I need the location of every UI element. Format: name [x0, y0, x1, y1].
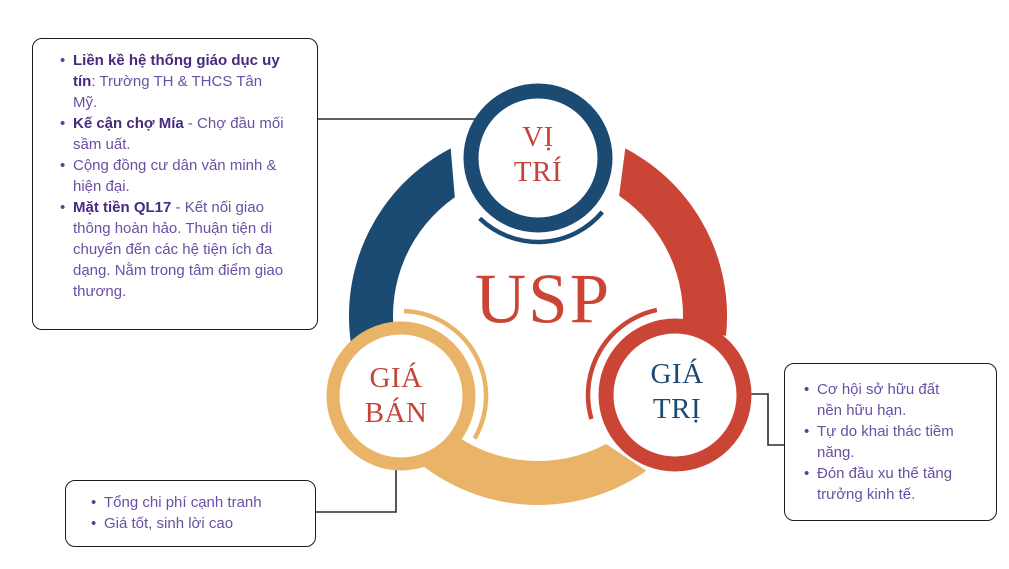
bullet-bold-text: Liền kề hệ thống giáo dục uy tín	[73, 52, 280, 90]
callout-location: Liền kề hệ thống giáo dục uy tín: Trường…	[32, 38, 318, 330]
accent-arc-blue	[478, 210, 605, 245]
bullet-item: Đón đầu xu thế tăng trưởng kinh tế.	[803, 463, 963, 505]
bullet-text: Tự do khai thác tiềm năng.	[817, 423, 954, 461]
center-label-usp: USP	[474, 260, 612, 339]
node-circle-gia-tri	[598, 318, 752, 472]
node-label-line: BÁN	[364, 397, 428, 429]
bullet-item: Liền kề hệ thống giáo dục uy tín: Trường…	[59, 50, 285, 113]
bullet-item: Mặt tiền QL17 - Kết nối giao thông hoàn …	[59, 197, 285, 302]
bullet-list: Liền kề hệ thống giáo dục uy tín: Trường…	[59, 50, 285, 302]
bullet-bold-text: Kế cận chợ Mía	[73, 115, 184, 132]
bullet-item: Tổng chi phí cạnh tranh	[90, 492, 305, 513]
node-label-vi-tri: VỊ TRÍ	[514, 120, 562, 190]
bullet-text: - Kết nối giao thông hoàn hảo. Thuận tiệ…	[73, 199, 284, 300]
node-label-line: GIÁ	[369, 362, 423, 394]
node-label-line: TRỊ	[652, 393, 702, 425]
bullet-text: Cộng đồng cư dân văn minh & hiện đại.	[73, 157, 277, 195]
node-label-line: TRÍ	[513, 156, 563, 188]
connector-value	[749, 393, 786, 446]
connector-price	[316, 466, 397, 513]
accent-arc-yellow	[403, 308, 489, 440]
node-label-line: VỊ	[522, 121, 554, 153]
bullet-item: Giá tốt, sinh lời cao	[90, 513, 305, 534]
arc-segment-red	[619, 148, 728, 336]
bullet-text: Cơ hội sở hữu đất nền hữu hạn.	[817, 381, 940, 419]
callout-value: Cơ hội sở hữu đất nền hữu hạn. Tự do kha…	[784, 363, 997, 521]
callout-price: Tổng chi phí cạnh tranh Giá tốt, sinh lờ…	[65, 480, 316, 547]
bullet-text: - Chợ đầu mối sầm uất.	[73, 115, 284, 153]
bullet-text: : Trường TH & THCS Tân Mỹ.	[73, 73, 263, 111]
arc-segment-yellow	[424, 431, 647, 505]
bullet-text: Tổng chi phí cạnh tranh	[104, 494, 262, 511]
bullet-item: Kế cận chợ Mía - Chợ đầu mối sầm uất.	[59, 113, 285, 155]
bullet-item: Cơ hội sở hữu đất nền hữu hạn.	[803, 379, 963, 421]
bullet-list: Cơ hội sở hữu đất nền hữu hạn. Tự do kha…	[803, 379, 963, 505]
node-label-gia-tri: GIÁ TRỊ	[650, 357, 703, 427]
bullet-text: Giá tốt, sinh lời cao	[104, 515, 234, 532]
bullet-text: Đón đầu xu thế tăng trưởng kinh tế.	[817, 465, 953, 503]
node-label-gia-ban: GIÁ BÁN	[365, 361, 428, 431]
arc-segment-blue	[348, 148, 455, 343]
bullet-list: Tổng chi phí cạnh tranh Giá tốt, sinh lờ…	[90, 492, 305, 534]
node-label-line: GIÁ	[650, 358, 704, 390]
node-circle-gia-ban	[326, 321, 476, 471]
bullet-item: Cộng đồng cư dân văn minh & hiện đại.	[59, 155, 285, 197]
node-circle-vi-tri	[463, 83, 613, 233]
accent-arc-red	[585, 307, 658, 420]
bullet-bold-text: Mặt tiền QL17	[73, 199, 172, 216]
bullet-item: Tự do khai thác tiềm năng.	[803, 421, 963, 463]
